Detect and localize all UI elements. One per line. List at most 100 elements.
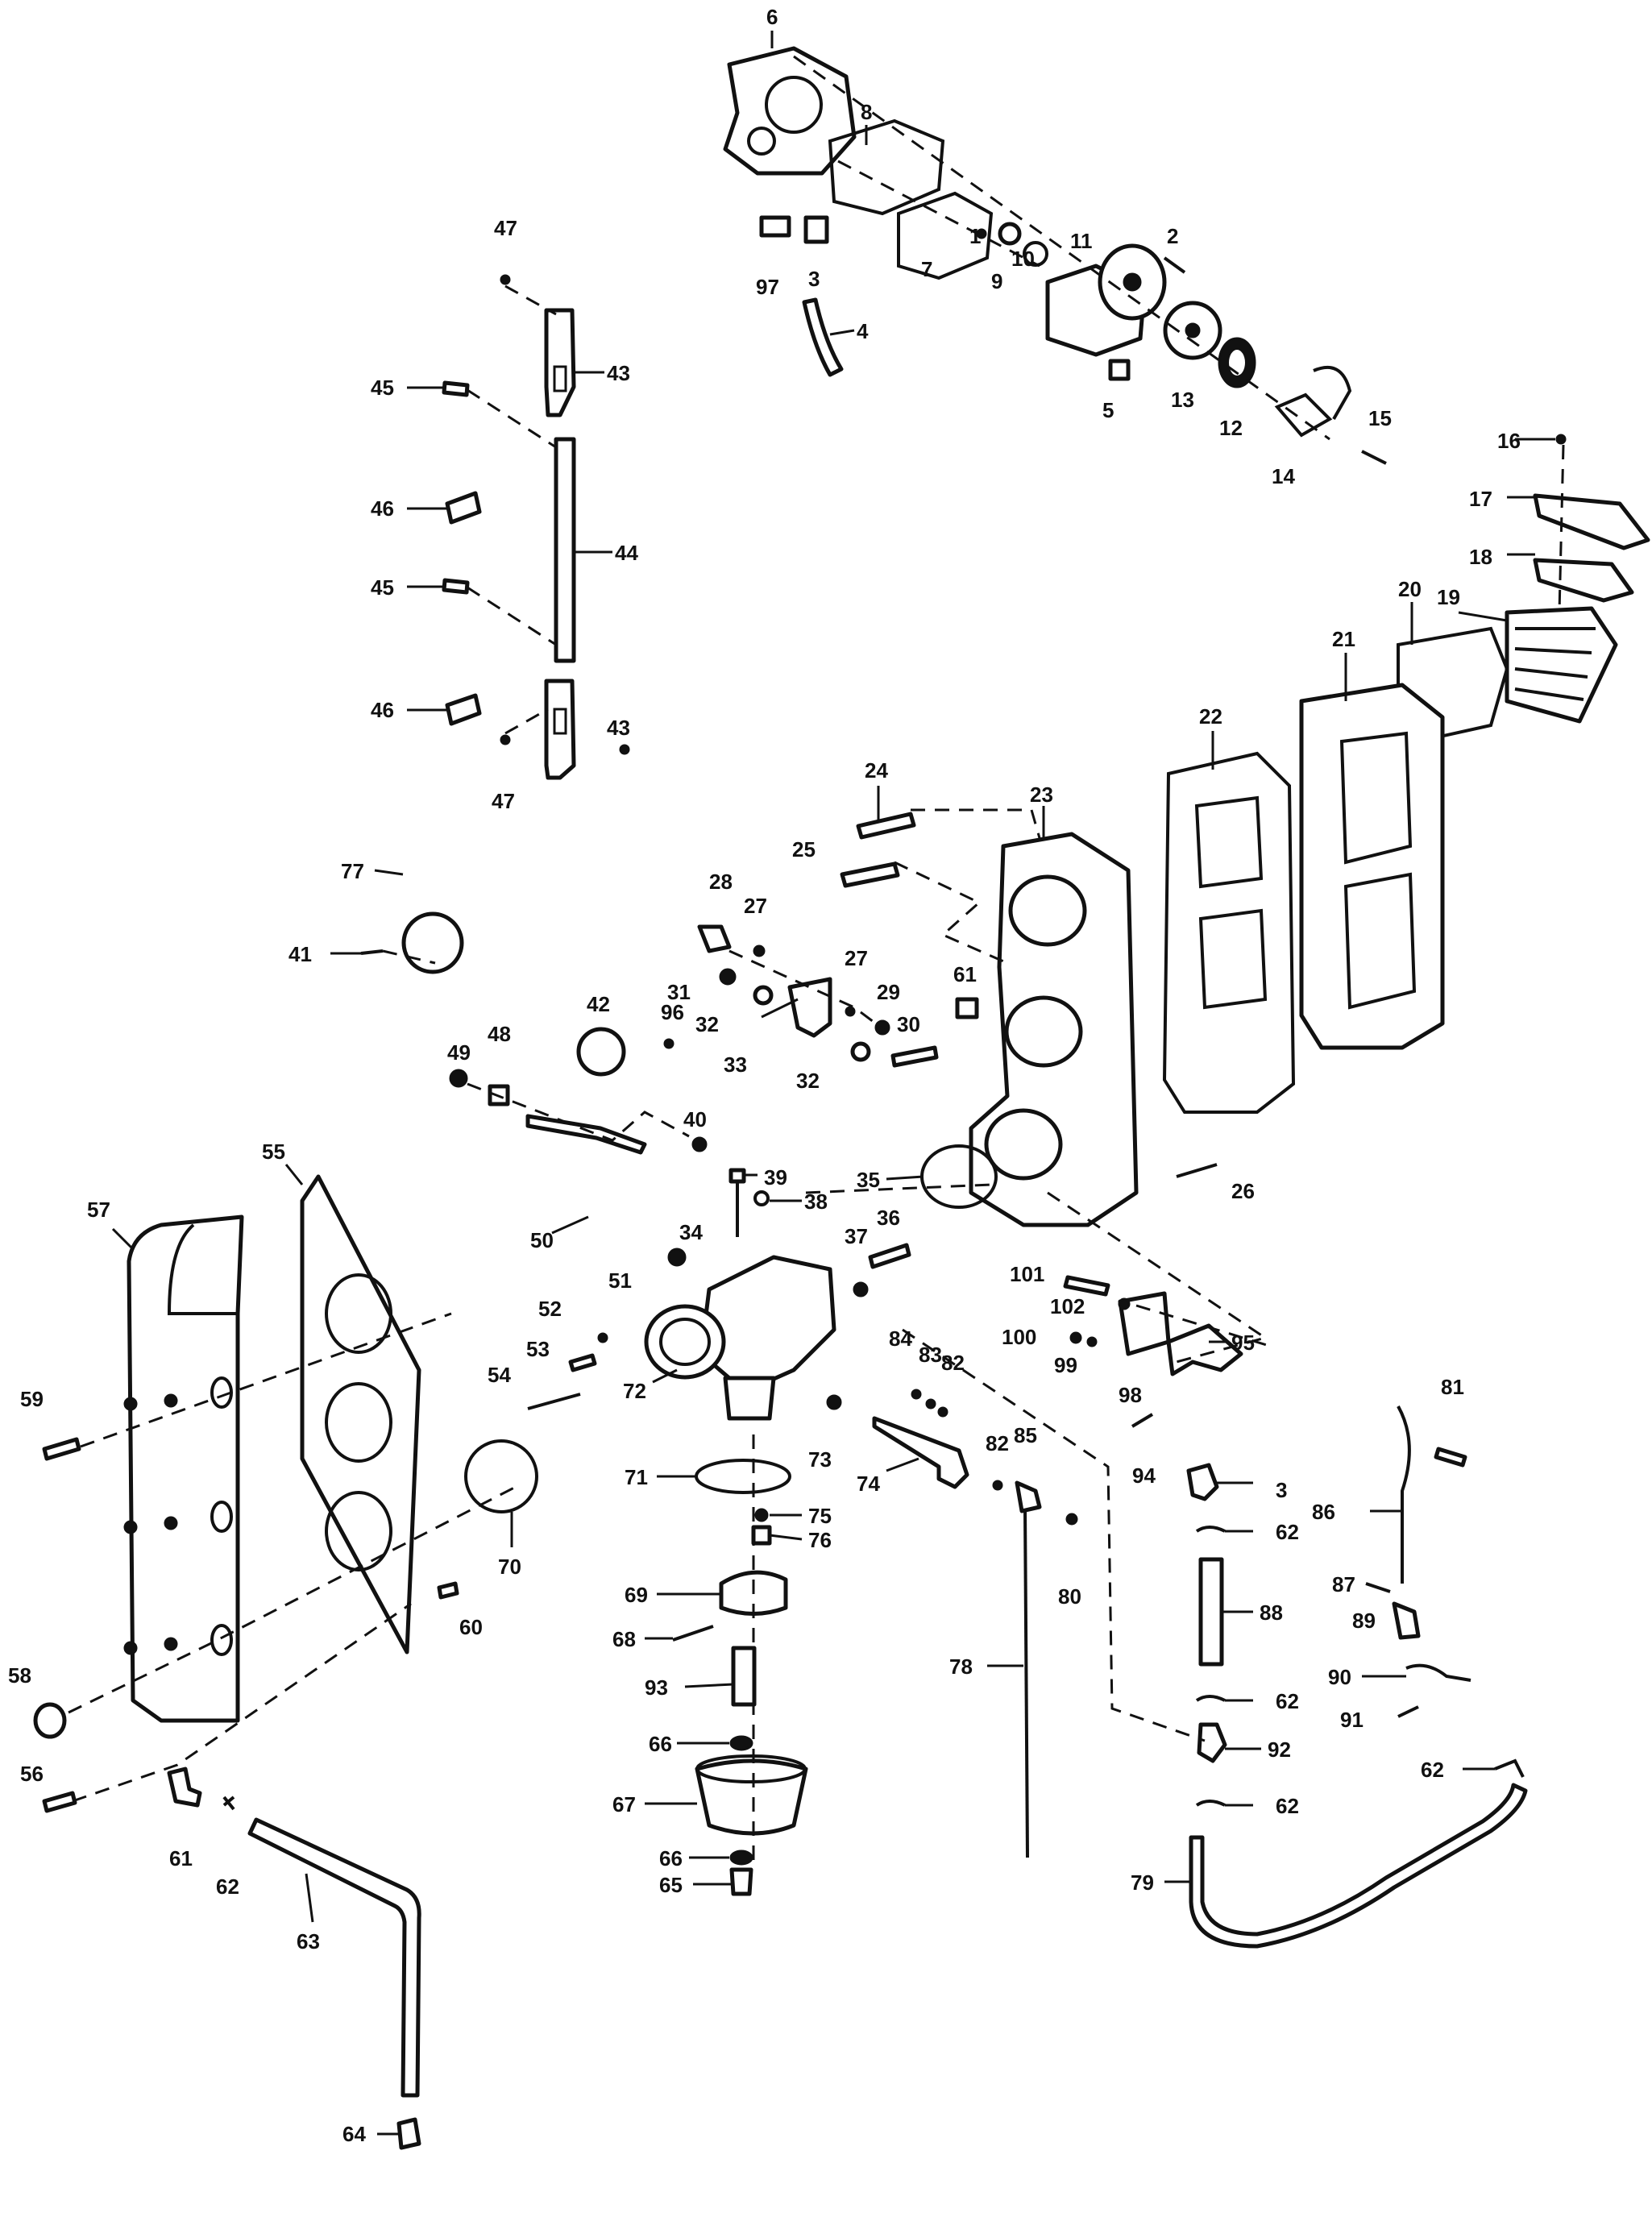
- pin-68: [672, 1625, 714, 1642]
- callout-66: 66: [649, 1732, 672, 1756]
- leader-93: [684, 1683, 734, 1688]
- callout-62d: 62: [1421, 1758, 1444, 1782]
- lever-28: [697, 924, 732, 953]
- nut-37: [853, 1281, 869, 1297]
- callout-16: 16: [1497, 429, 1521, 453]
- leader-72: [652, 1368, 678, 1384]
- callout-78: 78: [949, 1654, 973, 1679]
- callout-6: 6: [766, 5, 778, 29]
- callout-76: 76: [808, 1528, 832, 1552]
- callout-29: 29: [877, 980, 900, 1004]
- callout-28: 28: [709, 870, 733, 894]
- clip-15: [1313, 366, 1352, 420]
- washer-83: [925, 1398, 936, 1409]
- leader-4: [829, 329, 855, 336]
- cap-58: [33, 1702, 67, 1739]
- callout-38: 38: [804, 1189, 828, 1214]
- washer-102: [1118, 1297, 1131, 1310]
- screw-45b: [442, 578, 470, 595]
- washer-75: [754, 1508, 769, 1522]
- washer-99: [1086, 1336, 1098, 1347]
- leader-63: [305, 1873, 314, 1923]
- assembly-line-24: [911, 808, 1041, 839]
- fitting-5: [1108, 359, 1131, 381]
- leader-lines: [111, 31, 1555, 2136]
- silencer-hole-5: [123, 1641, 138, 1655]
- callout-43b: 43: [607, 716, 630, 740]
- assembly-line-carb-manifold: [805, 1183, 992, 1194]
- callout-37: 37: [845, 1224, 868, 1248]
- screw-15: [1361, 450, 1387, 465]
- pump-gasket-7: [897, 191, 994, 280]
- bracket-95: [1166, 1323, 1243, 1376]
- callout-94: 94: [1132, 1463, 1156, 1488]
- silencer-gasket-55: [300, 1174, 421, 1654]
- reed-block-19: [1505, 606, 1618, 724]
- callout-57: 57: [87, 1198, 110, 1222]
- assembly-line-pump-lower: [837, 160, 1040, 268]
- washer-31: [719, 968, 737, 986]
- callout-64: 64: [342, 2122, 366, 2146]
- callout-47b: 47: [492, 789, 515, 813]
- leader-76: [769, 1534, 803, 1541]
- callout-72: 72: [623, 1379, 646, 1403]
- bracket-43: [544, 308, 576, 417]
- air-silencer-57: [127, 1214, 244, 1723]
- callout-95: 95: [1231, 1331, 1255, 1355]
- washer-40: [691, 1136, 708, 1152]
- washer-43-dot: [619, 744, 630, 755]
- callout-7: 7: [921, 257, 932, 281]
- callout-12: 12: [1219, 416, 1243, 440]
- callout-81: 81: [1441, 1375, 1464, 1399]
- carburetor-throat: [644, 1304, 726, 1380]
- callout-52: 52: [538, 1297, 562, 1321]
- callout-66b: 66: [659, 1846, 683, 1870]
- carburetor-bowl-mount: [723, 1376, 776, 1421]
- fuel-pump-cover-boss: [765, 76, 823, 134]
- callout-74: 74: [857, 1472, 880, 1496]
- leader-50: [551, 1215, 589, 1235]
- assembly-line-58: [68, 1485, 517, 1714]
- screw-56: [42, 1791, 77, 1813]
- wire-86: [1397, 1405, 1411, 1584]
- screw-94: [1131, 1413, 1154, 1428]
- callout-89: 89: [1352, 1609, 1376, 1633]
- rod-78: [1023, 1506, 1029, 1858]
- flange-70: [464, 1439, 538, 1513]
- callout-1: 1: [969, 224, 981, 248]
- clip-61: [955, 997, 979, 1019]
- screw-16: [1555, 434, 1567, 445]
- callout-24: 24: [865, 758, 888, 783]
- leader-19: [1458, 611, 1508, 622]
- callout-62b: 62: [1276, 1689, 1299, 1713]
- link-rod-44: [554, 437, 576, 663]
- screw-91: [1397, 1705, 1419, 1718]
- washer-84: [911, 1389, 922, 1400]
- clamp-62-left: [222, 1796, 235, 1811]
- callout-43: 43: [607, 361, 630, 385]
- assembly-line-linkage-50: [467, 1082, 690, 1142]
- drain-screw-65: [729, 1867, 753, 1896]
- callout-58: 58: [8, 1663, 31, 1688]
- callout-21: 21: [1332, 627, 1355, 651]
- screw-59: [42, 1437, 81, 1461]
- washer-47: [500, 274, 511, 285]
- callout-91: 91: [1340, 1708, 1364, 1732]
- callout-59: 59: [20, 1387, 44, 1411]
- callout-65: 65: [659, 1873, 683, 1897]
- callout-68: 68: [612, 1627, 636, 1651]
- callout-2: 2: [1167, 224, 1178, 248]
- clamp-62c: [1195, 1800, 1226, 1807]
- callout-36: 36: [877, 1206, 900, 1230]
- callout-51: 51: [608, 1268, 632, 1293]
- manifold-port-upper: [1008, 874, 1087, 947]
- assembly-line-rod-45b: [467, 586, 557, 646]
- callout-22: 22: [1199, 704, 1222, 729]
- callout-61: 61: [953, 962, 977, 986]
- clamp-62b: [1195, 1695, 1226, 1702]
- assembly-line-rod-45: [467, 388, 557, 449]
- bracket-43-slot: [553, 365, 567, 392]
- callout-41: 41: [288, 942, 312, 966]
- callout-102: 102: [1050, 1294, 1085, 1318]
- callout-62c: 62: [1276, 1794, 1299, 1818]
